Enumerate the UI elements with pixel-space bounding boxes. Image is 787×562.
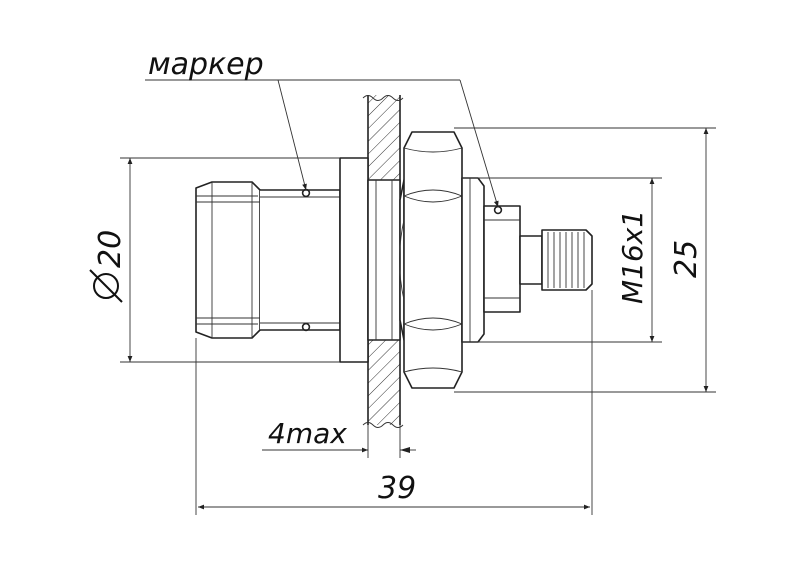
dim-length [195,290,593,515]
label-diameter: 20 [93,230,128,268]
threaded-section [461,177,521,343]
dim-height [454,127,716,393]
dim-panel-thickness [262,425,416,458]
label-length: 39 [378,471,416,506]
flange [339,157,401,363]
label-diameter-group: 20 [89,230,128,303]
dim-diameter [120,157,340,363]
hex-nut [399,131,463,389]
left-coupling-body [195,181,341,339]
marker-leaders [145,79,499,208]
label-panel-thickness: 4max [268,417,347,450]
label-height: 25 [669,240,704,278]
right-connector [519,229,593,291]
label-thread: M16x1 [616,210,649,304]
marker-dot [301,322,311,332]
dim-thread [462,177,662,343]
diameter-symbol-icon [89,269,123,303]
label-marker: маркер [148,47,264,82]
